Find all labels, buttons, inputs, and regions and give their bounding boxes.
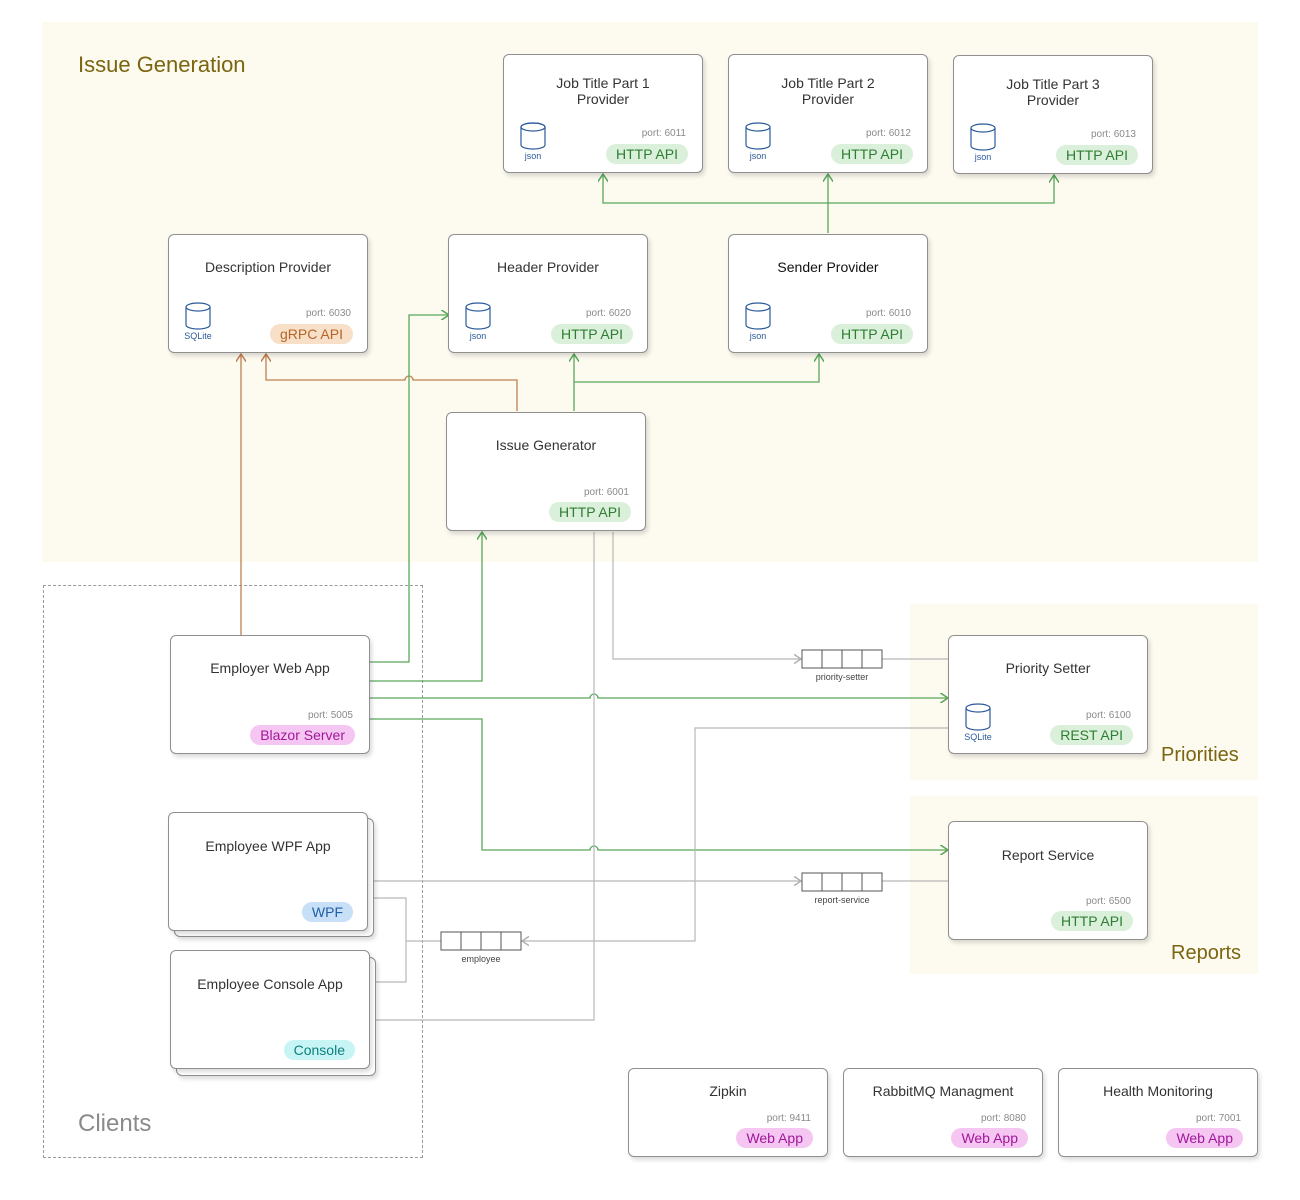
store-label: json [469, 331, 487, 341]
port-label: port: 5005 [307, 710, 353, 721]
employee-queue-clients-link [372, 897, 441, 983]
store-label: SQLite [964, 732, 992, 742]
node-title: Description Provider [204, 259, 332, 275]
port-label: port: 8080 [980, 1113, 1026, 1124]
node-job-title-part-2[interactable]: Job Title Part 2 Provider json port: 601… [728, 54, 928, 173]
api-badge: WPF [301, 902, 353, 922]
node-priority-setter[interactable]: Priority Setter SQLite port: 6100 REST A… [948, 635, 1148, 754]
node-employer-web-app[interactable]: Employer Web App port: 5005 Blazor Serve… [170, 635, 370, 754]
database-icon: json [743, 121, 773, 161]
generator-to-providers-links [574, 354, 819, 411]
queue-box-report-service [801, 872, 883, 892]
node-report-service[interactable]: Report Service port: 6500 HTTP API [948, 821, 1148, 940]
api-badge: HTTP API [1051, 911, 1133, 931]
node-description-provider[interactable]: Description Provider SQLite port: 6030 g… [168, 234, 368, 353]
store-label: json [974, 152, 992, 162]
webapp-to-report-link [370, 718, 948, 850]
zone-title-issue-generation: Issue Generation [78, 52, 246, 77]
generator-priority-queue-link [612, 532, 948, 659]
node-title: Report Service [1001, 847, 1095, 863]
zone-title-clients: Clients [78, 1110, 152, 1137]
port-label: port: 6030 [305, 308, 351, 319]
zone-title-priorities: Priorities [1161, 744, 1239, 766]
api-badge: HTTP API [549, 502, 631, 522]
queue-box-employee [440, 931, 522, 951]
zone-clients [43, 585, 423, 1158]
api-badge: HTTP API [606, 144, 688, 164]
database-icon: json [968, 122, 998, 162]
database-icon: SQLite [183, 301, 213, 341]
sender-to-jobtitle-links [603, 174, 1054, 233]
database-icon: json [743, 301, 773, 341]
api-badge: Blazor Server [250, 725, 355, 745]
webapp-to-generator-link [370, 532, 482, 682]
node-health-monitoring[interactable]: Health Monitoring port: 7001 Web App [1058, 1068, 1258, 1157]
node-title: Job Title Part 2 Provider [781, 75, 875, 107]
node-employee-console-app[interactable]: Employee Console App Console [170, 950, 370, 1069]
node-title: Sender Provider [777, 259, 879, 275]
node-title: Header Provider [497, 259, 599, 275]
api-badge: HTTP API [551, 324, 633, 344]
store-label: json [749, 151, 767, 161]
node-title: Health Monitoring [1103, 1083, 1213, 1099]
api-badge: HTTP API [1056, 145, 1138, 165]
port-label: port: 6020 [585, 308, 631, 319]
api-badge: gRPC API [269, 324, 353, 344]
zone-title-reports: Reports [1171, 942, 1242, 964]
node-zipkin[interactable]: Zipkin port: 9411 Web App [628, 1068, 828, 1157]
api-badge: Web App [1166, 1128, 1243, 1148]
api-badge: HTTP API [831, 144, 913, 164]
queue-label-report-service: report-service [814, 895, 870, 905]
port-label: port: 6001 [583, 487, 629, 498]
node-job-title-part-1[interactable]: Job Title Part 1 Provider json port: 601… [503, 54, 703, 173]
generator-console-link [374, 532, 595, 1021]
port-label: port: 6500 [1085, 896, 1131, 907]
webapp-to-header-link [370, 315, 449, 663]
node-title: Job Title Part 3 Provider [1006, 76, 1100, 108]
port-label: port: 6012 [865, 128, 911, 139]
database-icon: json [463, 301, 493, 341]
node-header-provider[interactable]: Header Provider json port: 6020 HTTP API [448, 234, 648, 353]
webapp-to-priority-link [370, 694, 948, 698]
port-label: port: 6100 [1085, 710, 1131, 721]
node-title: Job Title Part 1 Provider [556, 75, 650, 107]
port-label: port: 6013 [1090, 129, 1136, 140]
store-label: json [749, 331, 767, 341]
node-employee-wpf-app[interactable]: Employee WPF App WPF [168, 812, 368, 931]
api-badge: HTTP API [831, 324, 913, 344]
api-badge: Web App [951, 1128, 1028, 1148]
port-label: port: 7001 [1195, 1113, 1241, 1124]
node-title: Issue Generator [495, 437, 597, 453]
node-sender-provider[interactable]: Sender Provider json port: 6010 HTTP API [728, 234, 928, 353]
api-badge: Web App [736, 1128, 813, 1148]
priority-employee-queue-link [522, 727, 948, 941]
port-label: port: 6010 [865, 308, 911, 319]
node-issue-generator[interactable]: Issue Generator port: 6001 HTTP API [446, 412, 646, 531]
queue-label-employee: employee [461, 954, 501, 964]
api-badge: Console [283, 1040, 355, 1060]
node-job-title-part-3[interactable]: Job Title Part 3 Provider json port: 601… [953, 55, 1153, 174]
port-label: port: 9411 [766, 1113, 811, 1124]
port-label: port: 6011 [641, 128, 686, 139]
node-title: RabbitMQ Managment [872, 1083, 1014, 1099]
node-rabbitmq-managment[interactable]: RabbitMQ Managment port: 8080 Web App [843, 1068, 1043, 1157]
queue-box-priority-setter [801, 649, 883, 669]
store-label: SQLite [184, 331, 212, 341]
node-title: Employer Web App [210, 660, 330, 676]
database-icon: json [518, 121, 548, 161]
store-label: json [524, 151, 542, 161]
node-title: Zipkin [709, 1083, 747, 1099]
api-badge: REST API [1050, 725, 1133, 745]
queue-label-priority-setter: priority-setter [815, 672, 869, 682]
node-title: Employee WPF App [205, 838, 331, 854]
database-icon: SQLite [963, 702, 993, 742]
generator-to-description-link [266, 354, 518, 411]
node-title: Employee Console App [197, 976, 343, 992]
node-title: Priority Setter [1005, 660, 1091, 676]
